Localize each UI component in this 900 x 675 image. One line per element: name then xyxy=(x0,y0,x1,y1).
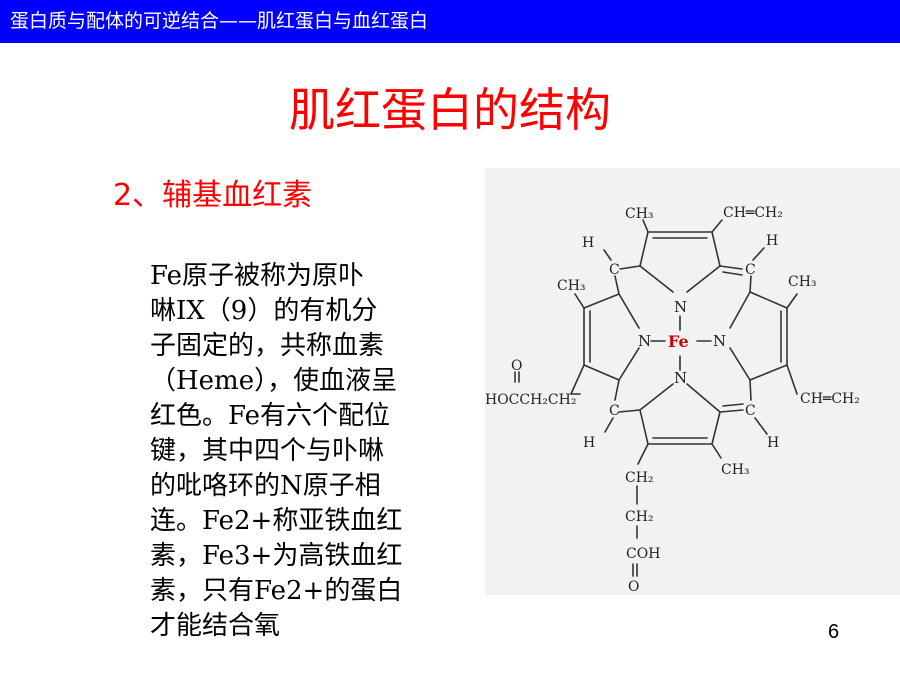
label-c-bottom-left: C xyxy=(609,403,620,419)
label-fe: Fe xyxy=(668,332,689,351)
paragraph-line: 子固定的，共称血素 xyxy=(150,331,385,361)
label-ch3-top: CH₃ xyxy=(625,206,654,222)
label-n-top: N xyxy=(674,298,687,316)
paragraph-line: 啉IX（9）的有机分 xyxy=(150,296,378,326)
paragraph-line: Fe原子被称为原卟 xyxy=(150,261,365,291)
label-n-left: N xyxy=(638,332,651,350)
label-ch3-left: CH₃ xyxy=(557,278,586,294)
label-c-bottom-right: C xyxy=(745,403,756,419)
heme-structure-svg: CH₃ CH═CH₂ H H C C CH₃ CH₃ N N Fe N N O … xyxy=(485,205,860,595)
label-o-left: O xyxy=(511,358,522,374)
label-h-bottom-right: H xyxy=(767,435,779,451)
diagram-labels: CH₃ CH═CH₂ H H C C CH₃ CH₃ N N Fe N N O … xyxy=(485,205,860,595)
label-h-bottom-left: H xyxy=(583,435,595,451)
page-number: 6 xyxy=(828,621,840,643)
label-propionate-left: HOCCH₂CH₂ xyxy=(485,392,576,408)
paragraph-line: 素，Fe3+为高铁血红 xyxy=(150,541,403,571)
slide-title: 肌红蛋白的结构 xyxy=(289,83,611,137)
paragraph-line: 素，只有Fe2+的蛋白 xyxy=(150,576,403,606)
label-vinyl-right: CH═CH₂ xyxy=(800,391,860,407)
paragraph-line: 键，其中四个与卟啉 xyxy=(150,436,385,466)
label-o-bottom: O xyxy=(628,579,639,595)
label-ch3-right: CH₃ xyxy=(788,274,817,290)
label-vinyl-top: CH═CH₂ xyxy=(723,205,783,221)
label-c-top-left: C xyxy=(609,262,620,278)
paragraph-line: （Heme），使血液呈 xyxy=(150,366,398,396)
label-cooh: COH xyxy=(626,546,660,562)
section-subtitle: 2、辅基血红素 xyxy=(113,178,313,213)
label-ch2-a: CH₂ xyxy=(625,470,654,486)
label-h-top-right: H xyxy=(766,233,778,249)
label-ch2-b: CH₂ xyxy=(625,509,654,525)
label-ch3-bottom: CH₃ xyxy=(721,462,750,478)
paragraph-line: 的吡咯环的N原子相 xyxy=(150,471,381,501)
label-c-top-right: C xyxy=(745,262,756,278)
header-bar: 蛋白质与配体的可逆结合——肌红蛋白与血红蛋白 xyxy=(0,0,900,43)
paragraph-line: 红色。Fe有六个配位 xyxy=(150,401,391,431)
paragraph-line: 连。Fe2+称亚铁血红 xyxy=(150,506,403,536)
header-title: 蛋白质与配体的可逆结合——肌红蛋白与血红蛋白 xyxy=(10,10,429,32)
heme-structure-diagram: CH₃ CH═CH₂ H H C C CH₃ CH₃ N N Fe N N O … xyxy=(485,168,900,595)
paragraph-line: 才能结合氧 xyxy=(150,611,281,641)
body-paragraph: Fe原子被称为原卟 啉IX（9）的有机分 子固定的，共称血素 （Heme），使血… xyxy=(150,259,480,644)
diagram-bonds xyxy=(514,219,798,577)
label-n-right: N xyxy=(713,332,726,350)
label-n-bottom: N xyxy=(674,369,687,387)
label-h-top-left: H xyxy=(582,235,594,251)
